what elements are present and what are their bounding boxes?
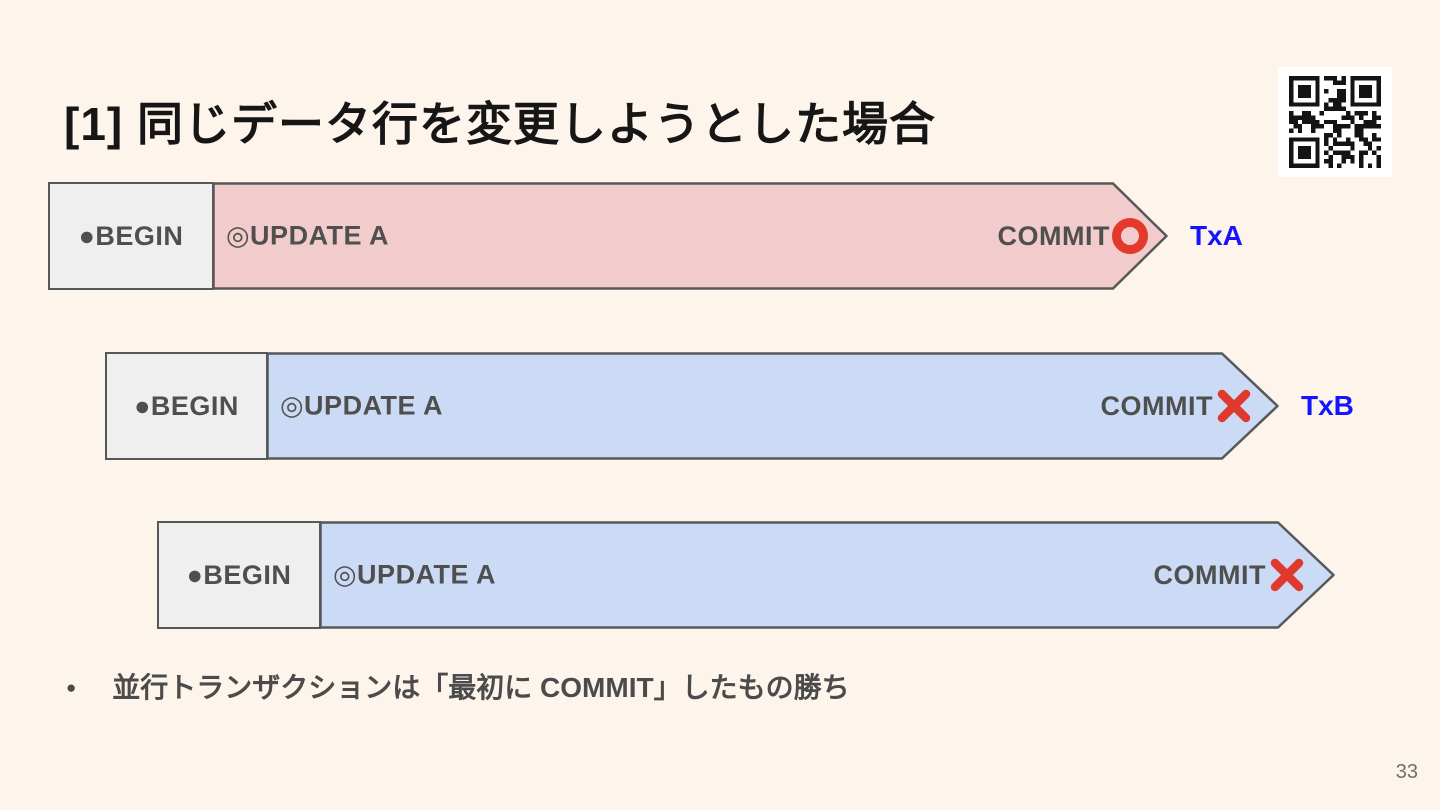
commit-group: COMMIT (1154, 556, 1306, 594)
arrow-shape (212, 182, 1168, 290)
commit-label: COMMIT (1153, 559, 1266, 590)
bullet-text: 並行トランザクションは「最初に COMMIT」したもの勝ち (112, 672, 850, 703)
transaction-row-txa: ●BEGIN ◎UPDATE A COMMIT TxA (48, 182, 1243, 290)
slide-title: [1] 同じデータ行を変更しようとした場合 (64, 98, 936, 150)
commit-label: COMMIT (1100, 390, 1213, 421)
bullet-marker: ● (66, 678, 77, 697)
tx-label-txb: TxB (1301, 390, 1354, 421)
arrow-shape (266, 352, 1279, 460)
page-number: 33 (1395, 761, 1418, 783)
commit-fail-x-icon (1270, 558, 1304, 592)
arrow-shape (319, 521, 1335, 629)
qr-code-icon (1289, 76, 1381, 168)
begin-label: ●BEGIN (134, 390, 239, 421)
transaction-row-3: ●BEGIN ◎UPDATE A COMMIT (157, 521, 1357, 629)
update-label: ◎UPDATE A (280, 390, 444, 421)
begin-box: ●BEGIN (48, 182, 214, 290)
bullet-row: ● 並行トランザクションは「最初に COMMIT」したもの勝ち (66, 668, 850, 708)
update-label: ◎UPDATE A (333, 559, 497, 590)
commit-group: COMMIT (1101, 387, 1253, 425)
qr-card (1278, 67, 1392, 177)
commit-fail-x-icon (1217, 389, 1251, 423)
transaction-arrow: ◎UPDATE A COMMIT (266, 352, 1279, 460)
begin-box: ●BEGIN (105, 352, 268, 460)
begin-label: ●BEGIN (78, 220, 184, 251)
commit-group: COMMIT (998, 218, 1148, 254)
commit-success-circle-icon (1112, 218, 1148, 254)
update-label: ◎UPDATE A (226, 220, 390, 251)
transaction-row-txb: ●BEGIN ◎UPDATE A COMMIT TxB (105, 352, 1354, 460)
begin-label: ●BEGIN (186, 559, 292, 590)
transaction-arrow: ◎UPDATE A COMMIT (319, 521, 1335, 629)
transaction-arrow: ◎UPDATE A COMMIT (212, 182, 1168, 290)
commit-label: COMMIT (997, 220, 1110, 251)
tx-label-txa: TxA (1190, 220, 1243, 251)
begin-box: ●BEGIN (157, 521, 321, 629)
